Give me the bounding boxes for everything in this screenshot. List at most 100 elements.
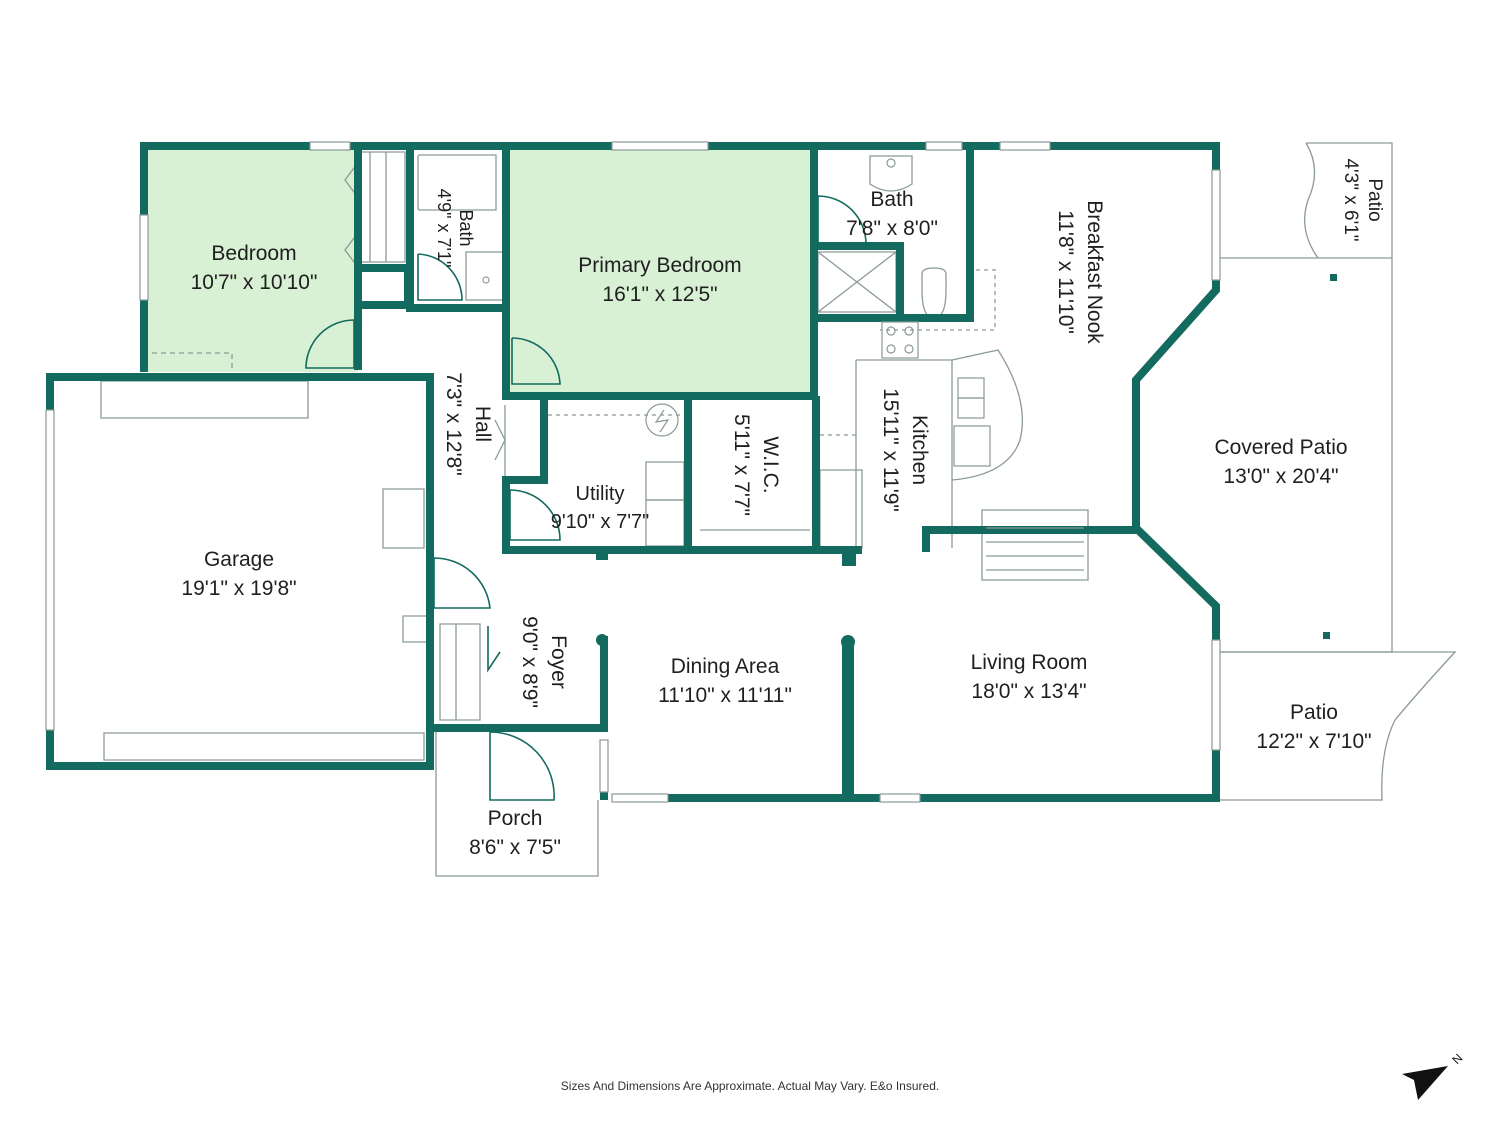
fireplace-hearth (981, 509, 1089, 581)
bedroom-closet-dash (152, 352, 233, 370)
window-living-bottom (879, 793, 921, 803)
room-size: 11'10" x 11'11" (658, 684, 792, 707)
toilet (921, 267, 947, 319)
room-size: 4'3" x 6'1" (1340, 158, 1361, 242)
primary-bedroom-door-swing (511, 337, 561, 385)
window-porch-left (599, 739, 609, 793)
bathtub (417, 154, 497, 211)
shower-diagonal (817, 251, 897, 313)
garage-shelf (100, 380, 309, 419)
windows (45, 141, 1221, 803)
room-name: Dining Area (670, 655, 780, 678)
room-label-foyer: Foyer 9'0" x 8'9" (515, 616, 573, 708)
wall-primary-bottom (502, 308, 814, 400)
wall-bath-small (406, 146, 510, 312)
room-name: Porch (487, 807, 543, 830)
window-dining-bottom (611, 793, 669, 803)
wall-utility (502, 400, 862, 554)
hall-closet (494, 405, 506, 480)
pillar-living (841, 635, 855, 649)
window-nook-top (999, 141, 1051, 151)
sink-drain (886, 158, 896, 168)
room-name: Bath (870, 188, 914, 211)
room-size: 4'9" x 7'1" (434, 188, 454, 268)
room-size: 13'0" x 20'4" (1223, 465, 1339, 488)
pillar-kitchen (842, 550, 856, 566)
foyer-closet (439, 623, 481, 721)
burner-4 (904, 344, 914, 354)
kitchen-dash-line (820, 269, 996, 436)
room-name: Covered Patio (1214, 436, 1348, 459)
utility-washer (645, 461, 685, 501)
room-label-bath: Bath 7'8" x 8'0" (846, 185, 938, 243)
bedroom-fill (148, 150, 358, 372)
room-size: 11'8" x 11'10" (1054, 210, 1077, 334)
bedroom-door-swing (305, 319, 355, 369)
front-door-swing (489, 731, 555, 801)
room-size: 8'6" x 7'5" (469, 836, 561, 859)
room-name: Patio (1364, 178, 1385, 222)
cooktop (881, 321, 919, 359)
room-size: 19'1" x 19'8" (181, 577, 297, 600)
utility-door-swing (509, 489, 561, 541)
room-size: 7'3" x 12'8" (442, 372, 465, 476)
room-name: Kitchen (908, 414, 931, 486)
room-label-patio: Patio 12'2" x 7'10" (1256, 698, 1371, 756)
room-name: Bath (456, 209, 476, 247)
bath-sink (869, 155, 913, 192)
dishwasher (953, 425, 991, 467)
room-size: 10'7" x 10'10" (190, 271, 318, 294)
room-label-porch: Porch 8'6" x 7'5" (469, 804, 561, 862)
window-bedroom-left (139, 214, 149, 301)
patio-post-top (1330, 274, 1337, 281)
room-name: Primary Bedroom (578, 254, 742, 277)
patio-small-wavy-edge (1304, 142, 1319, 259)
room-name: Living Room (970, 651, 1088, 674)
room-name: Patio (1290, 701, 1338, 724)
room-label-garage: Garage 19'1" x 19'8" (181, 545, 296, 603)
room-name: Hall (471, 405, 494, 443)
wall-kitchen-bottom (922, 526, 1136, 552)
garage-door-line (103, 732, 425, 761)
wall-foyer (426, 618, 608, 732)
room-name: Utility (575, 483, 625, 505)
window-nook-right (1211, 169, 1221, 281)
room-size: 7'8" x 8'0" (846, 217, 938, 240)
foyer-door-swing (433, 557, 491, 609)
burner-2 (904, 326, 914, 336)
room-label-breakfast-nook: Breakfast Nook 11'8" x 11'10" (1051, 200, 1109, 344)
room-name: Garage (203, 548, 275, 571)
room-size: 9'0" x 8'9" (518, 616, 541, 708)
window-bath-top (925, 141, 963, 151)
room-label-bath-small: Bath 4'9" x 7'1" (433, 189, 477, 268)
wall-bedroom-closet (362, 264, 412, 309)
wall-pillars (596, 274, 1337, 649)
room-label-wic: W.I.C. 5'11" x 7'7" (727, 414, 785, 516)
kitchen-sink-1 (957, 377, 985, 399)
room-name: Bedroom (211, 242, 297, 265)
kitchen-peninsula (951, 349, 1023, 481)
room-label-utility: Utility 9'10" x 7'7" (551, 480, 650, 536)
room-label-kitchen: Kitchen 15'11" x 11'9" (876, 388, 934, 512)
fireplace-logs (986, 527, 1084, 571)
kitchen-sink-2 (957, 397, 985, 419)
closet-shelves (360, 151, 406, 263)
primary-bedroom-fill (510, 150, 812, 393)
room-label-bedroom: Bedroom 10'7" x 10'10" (191, 239, 318, 297)
kitchen-fixtures (482, 158, 1084, 571)
room-name: Breakfast Nook (1083, 200, 1106, 344)
room-size: 16'1" x 12'5" (602, 283, 718, 306)
north-arrow-icon (1402, 1066, 1448, 1100)
room-label-hall: Hall 7'3" x 12'8" (439, 372, 497, 476)
room-label-patio-small: Patio 4'3" x 6'1" (1338, 158, 1386, 241)
utility-dryer (645, 499, 685, 547)
room-size: 12'2" x 7'10" (1256, 730, 1372, 753)
window-garage-left (45, 409, 55, 731)
room-size: 5'11" x 7'7" (730, 414, 753, 516)
burner-1 (886, 326, 896, 336)
closet-door-swing (487, 626, 501, 673)
water-heater-bolt (654, 409, 670, 433)
bath-small-door-swing (417, 253, 463, 301)
room-size: 9'10" x 7'7" (550, 511, 650, 533)
